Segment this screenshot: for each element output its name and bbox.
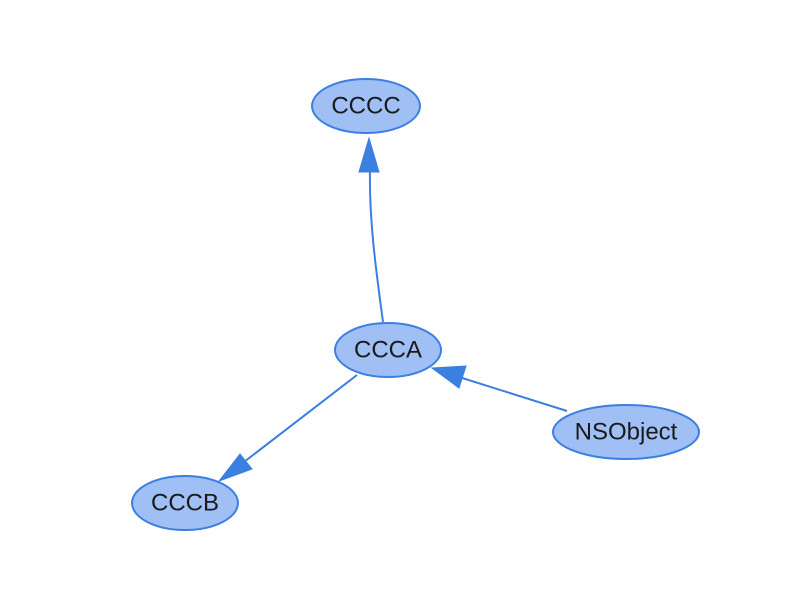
node-ellipse bbox=[552, 404, 700, 460]
arrowhead bbox=[358, 136, 380, 173]
edge-ccca-to-cccb bbox=[217, 374, 358, 483]
node-ellipse bbox=[311, 78, 421, 134]
node-ellipse bbox=[131, 475, 239, 531]
node-label-nsobject: NSObject bbox=[575, 419, 678, 446]
node-label-cccb: CCCB bbox=[151, 490, 219, 517]
node-nsobject[interactable]: NSObject bbox=[552, 404, 700, 460]
edge-nsobject-to-ccca bbox=[430, 365, 568, 412]
node-label-ccca: CCCA bbox=[354, 337, 422, 364]
node-ccca[interactable]: CCCA bbox=[334, 322, 442, 378]
edge-line bbox=[243, 374, 358, 463]
node-cccb[interactable]: CCCB bbox=[131, 475, 239, 531]
node-label-cccc: CCCC bbox=[331, 93, 400, 120]
node-cccc[interactable]: CCCC bbox=[311, 78, 421, 134]
edge-ccca-to-cccc bbox=[358, 136, 384, 323]
arrowhead bbox=[430, 365, 467, 389]
arrowhead bbox=[217, 453, 253, 483]
node-ellipse bbox=[334, 322, 442, 378]
edge-line bbox=[368, 169, 384, 323]
edge-line bbox=[458, 376, 568, 412]
